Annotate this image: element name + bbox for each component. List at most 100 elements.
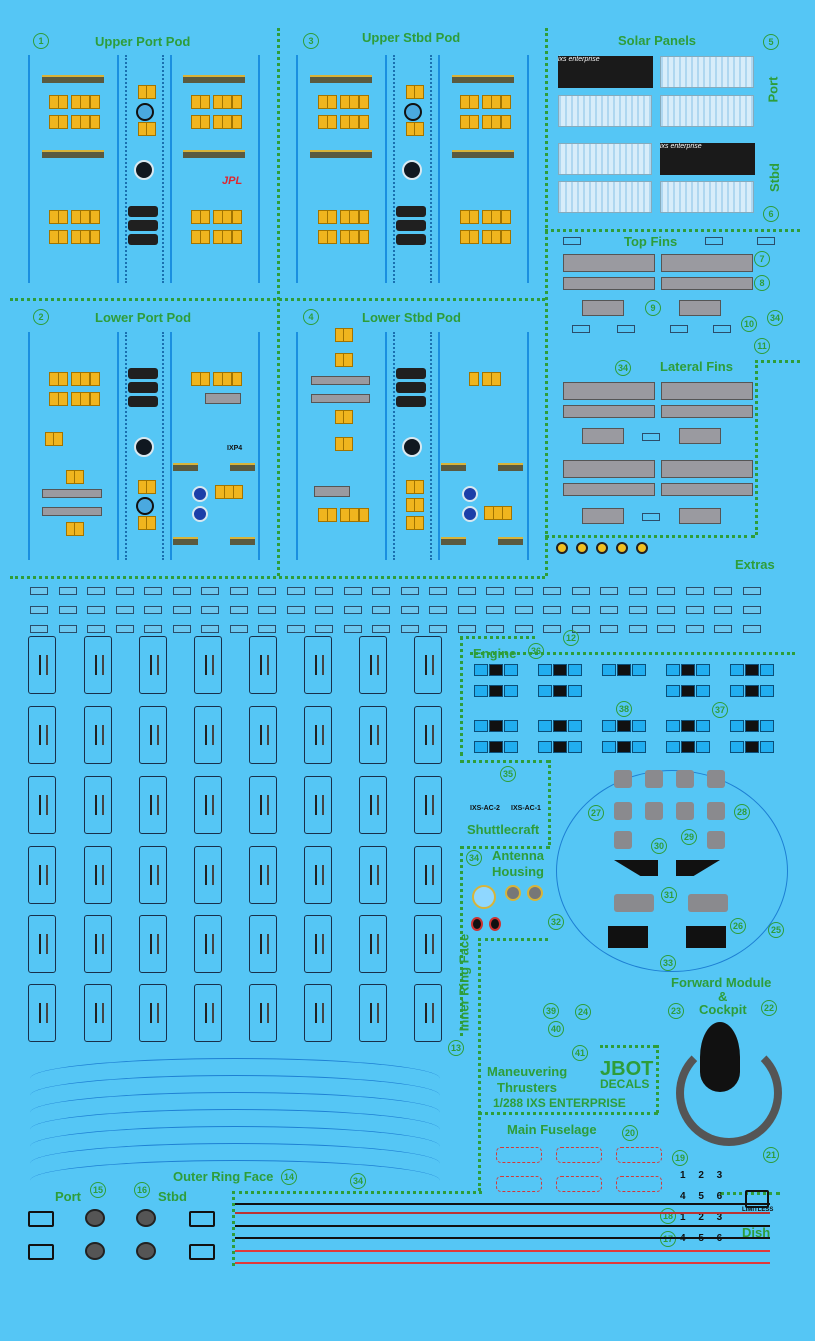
black-panel [608,926,648,948]
ring-strip-box [514,587,533,595]
yellow-panel [349,115,359,129]
section-number: 18 [660,1208,676,1224]
solar-panel [660,181,754,213]
ring-tile [139,846,167,904]
fin-panel [679,428,721,444]
engine-tile [474,720,488,732]
yellow-panel [233,485,243,499]
grey-panel [645,802,663,820]
stripe [235,1237,770,1239]
engine-tile [602,720,616,732]
yellow-panel [80,210,90,224]
separator [277,28,280,576]
antenna-dish [505,885,521,901]
black-panel [396,220,426,231]
engine-tile [617,720,631,732]
yellow-panel [414,85,424,99]
ring-tile [249,915,277,973]
ring-tile [28,776,56,834]
section-number: 2 [33,309,49,325]
ring-tile [304,706,332,764]
section-title: Dish [742,1225,771,1240]
black-panel [396,382,426,393]
yellow-panel [359,508,369,522]
grey-panel [707,770,725,788]
yellow-panel [58,95,68,109]
ring-strip-box [201,587,219,595]
yellow-panel [501,115,511,129]
ring-strip-box [571,625,590,633]
separator [460,846,550,849]
porthole [136,103,154,121]
engine-tile [730,685,744,697]
ring-strip-box [714,587,732,595]
engine-tile [568,720,582,732]
pod-id-text: IXP4 [227,445,243,452]
stripe [235,1212,770,1214]
digit-row: 1 2 3 [680,1212,728,1223]
engine-tile [602,664,616,676]
yellow-panel [349,210,359,224]
ring-strip-box [657,587,675,595]
yellow-panel [58,372,68,386]
ring-strip-box [714,606,732,614]
ring-strip-box [514,625,533,633]
section-title: Top Fins [624,234,678,249]
yellow-panel [343,328,353,342]
grey-strip [311,394,370,403]
pod-edge-line [170,55,172,283]
fin-panel [582,300,624,316]
small-rect [713,325,731,333]
yellow-panel [414,498,424,512]
engine-tile [730,741,744,753]
section-title: Port [55,1189,81,1204]
ring-strip-box [628,625,647,633]
separator [10,576,545,579]
yellow-panel [146,480,156,494]
small-rect [670,325,688,333]
porthole [596,542,608,554]
red-outline [616,1147,662,1163]
ring-tile [84,636,112,694]
item-number: 24 [575,1004,591,1020]
ring-strip-box [685,587,704,595]
ring-tile [359,846,387,904]
model-label: 1/288 IXS ENTERPRISE [493,1096,626,1110]
mission-patch-icon [85,1242,105,1260]
section-title: & [718,989,728,1004]
cockpit-ring [676,1040,782,1146]
ring-strip-box [343,606,362,614]
fin-panel [661,405,753,418]
ring-strip-box [286,587,305,595]
engine-tile [666,741,680,753]
yellow-panel [232,230,242,244]
separator [755,360,758,535]
ring-strip-box [714,625,732,633]
separator [460,636,535,639]
ring-strip-box [315,625,333,633]
section-title: Cockpit [699,1002,747,1017]
section-title: Upper Stbd Pod [362,30,461,45]
ring-tile [28,984,56,1042]
separator [600,1045,656,1048]
ring-strip-box [144,606,162,614]
fin-panel [563,277,655,290]
ring-strip-box [400,587,419,595]
yellow-panel [58,210,68,224]
pod-edge-line [527,55,529,283]
yellow-panel [90,230,100,244]
yellow-panel [327,210,337,224]
pod-edge-line [393,332,396,560]
engine-tile [666,664,680,676]
limitless-logo-icon [28,1211,54,1227]
ring-tile [139,636,167,694]
porthole [462,506,478,522]
engine-tile [745,741,759,753]
porthole [192,506,208,522]
jbot-title: JBOT [600,1058,654,1080]
engine-tile [745,720,759,732]
grey-panel [614,831,632,849]
item-number: 25 [768,922,784,938]
solar-panel [660,56,754,88]
yellow-panel [327,95,337,109]
